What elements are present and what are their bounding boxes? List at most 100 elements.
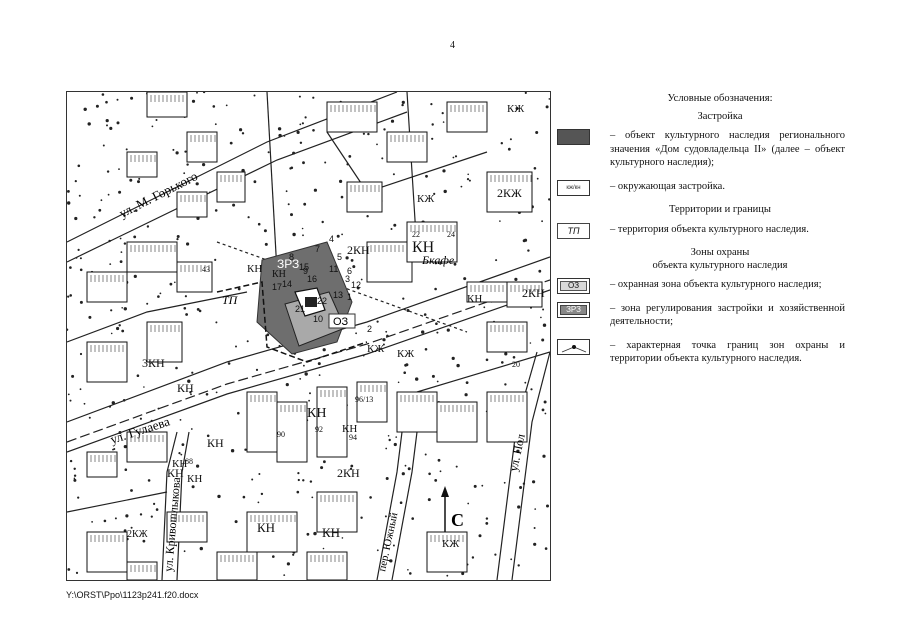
map-dot — [113, 448, 116, 450]
map-dot — [69, 266, 72, 269]
map-dot — [191, 99, 196, 103]
map-dot — [196, 92, 198, 94]
map-dot — [519, 486, 523, 489]
map-dot — [535, 131, 539, 134]
map-dot — [533, 167, 537, 170]
building-label: КЖ — [367, 343, 384, 355]
map-dot — [118, 190, 122, 194]
building-label: 2КН — [347, 243, 370, 257]
map-dot — [434, 479, 438, 482]
map-dot — [464, 393, 468, 397]
map-dot — [123, 307, 127, 311]
map-dot — [247, 216, 250, 219]
map-dot — [385, 477, 389, 480]
map-dot — [199, 546, 203, 551]
map-dot — [184, 150, 187, 153]
map-dot — [227, 362, 231, 365]
north-label: С — [451, 510, 464, 530]
building-outline — [176, 261, 213, 293]
map-dot — [88, 416, 91, 419]
map-dot — [302, 234, 304, 237]
map-dot — [241, 132, 245, 135]
map-dot — [376, 143, 378, 146]
legend-item-surrounding: кж/кн – окружающая застройка. — [555, 179, 845, 196]
building-outline — [356, 381, 388, 423]
legend-item-text: – характерная точка границ зон охраны и … — [610, 339, 845, 365]
map-dot — [206, 434, 210, 438]
map-dot — [79, 300, 83, 304]
map-dot — [190, 393, 192, 396]
map-dot — [103, 519, 107, 523]
map-dot — [324, 161, 327, 164]
building-label: КН — [207, 436, 224, 450]
point-number: 7 — [315, 244, 320, 254]
map-dot — [367, 132, 370, 136]
legend-item-oz: ОЗ – охранная зона объекта культурного н… — [555, 278, 845, 294]
map-dot — [501, 361, 504, 364]
house-number: 22 — [412, 230, 420, 239]
building-label: КН — [467, 293, 482, 305]
map-label-tp: ТП — [222, 293, 239, 307]
map-dot — [175, 366, 178, 370]
map-dot — [309, 392, 311, 395]
map-dot — [155, 119, 158, 121]
map-dot — [320, 466, 324, 470]
map-dot — [230, 449, 235, 453]
map-dot — [406, 309, 410, 312]
map-dot — [303, 364, 305, 367]
map-dot — [435, 322, 438, 325]
map-dot — [504, 383, 507, 386]
map-dot — [277, 127, 282, 131]
building-label: КН — [247, 263, 262, 275]
map-dot — [544, 547, 548, 550]
building-outline — [176, 191, 208, 218]
map-dot — [139, 417, 142, 420]
map-dot — [446, 328, 450, 332]
map-dot — [69, 459, 73, 463]
building-outline — [216, 171, 246, 203]
map-dot — [98, 208, 102, 212]
map-dot — [443, 189, 447, 194]
map-dot — [105, 119, 109, 123]
map-dot — [453, 262, 457, 266]
heritage-object[interactable] — [305, 297, 317, 307]
map-dot — [71, 374, 75, 378]
map-dot — [336, 234, 340, 238]
map-dot — [512, 356, 516, 359]
map-dot — [340, 195, 344, 199]
legend-item-text: – охранная зона объекта культурного насл… — [610, 279, 822, 290]
map-dot — [290, 213, 293, 217]
point-number: 4 — [329, 234, 334, 244]
map-dot — [118, 324, 121, 327]
map-dot — [303, 202, 307, 206]
map-dot — [541, 408, 545, 412]
map-dot — [134, 209, 138, 212]
map-dot — [527, 249, 530, 252]
map-dot — [196, 464, 200, 468]
building-label: КН — [172, 458, 187, 470]
map-dot — [202, 163, 206, 167]
map-canvas[interactable]: ЗРЗ ОЗ ТП 12345678910111213141516172122 … — [67, 92, 550, 580]
map-dot — [133, 274, 137, 278]
map-dot — [541, 220, 543, 223]
point-number: 22 — [317, 296, 327, 306]
map-dot — [229, 141, 233, 145]
map-dot — [79, 352, 83, 356]
swatch-surrounding-icon: кж/кн — [557, 179, 590, 196]
legend-heading-zones: Зоны охраны объекта культурного наследия — [595, 246, 845, 272]
map-dot — [119, 237, 122, 240]
building-label: КН — [167, 466, 184, 480]
map-dot — [69, 294, 72, 297]
map-dot — [538, 269, 542, 273]
street-yuzhny: пер. Южный — [376, 511, 400, 572]
map-dot — [121, 307, 123, 309]
map-dot — [392, 544, 395, 547]
map-dot — [304, 116, 307, 119]
map-dot — [176, 235, 180, 238]
house-number: 24 — [447, 230, 455, 239]
map-dot — [384, 515, 387, 518]
map-dot — [251, 478, 254, 481]
map-dot — [176, 238, 179, 241]
